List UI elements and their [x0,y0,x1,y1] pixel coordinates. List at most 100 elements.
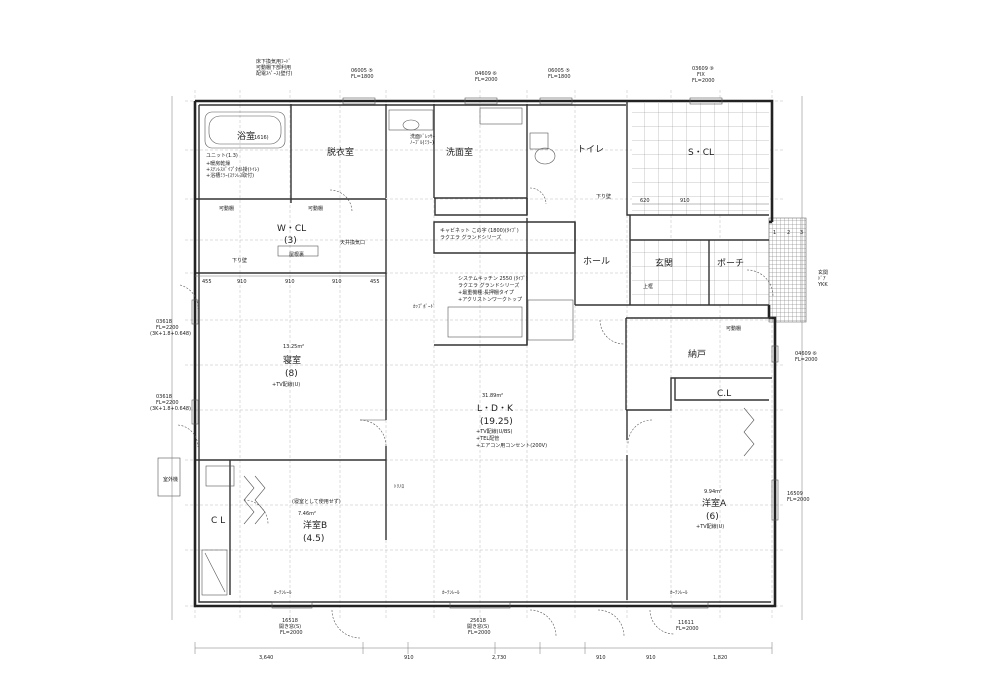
folding-door-b2 [254,475,266,525]
dim-wcl-1: 455 [202,279,212,285]
dim-wcl-3: 910 [285,279,295,285]
room-ldk-note-3: +エアコン用コンセント(200V) [476,443,547,449]
dim-bottom-3: 2,730 [492,655,506,661]
room-ldk-name: L・D・K [477,404,514,414]
washer-space [479,107,523,125]
room-wcl-name: W・CL [277,224,306,234]
window-w10-fl2: FL=2000 [468,630,491,636]
room-western-a-area: 9.94m² [704,489,722,495]
room-storage-name: 納戸 [688,348,706,360]
window-w7-fl: FL=2000 [795,357,818,363]
room-western-b-name: 洋室B [303,519,327,531]
shelf-label-1: 可動棚 [219,205,234,212]
window-marks [191,97,779,609]
entry-door-line-3: YKK [817,282,828,288]
window-w7-code: 04609 ⑥ [795,351,817,357]
room-western-a-tatami: (6) [706,512,719,522]
room-scl-name: S・CL [688,148,714,158]
window-w7 [771,345,779,363]
room-ldk-note-1: +TV配線(U/BS) [476,428,512,435]
window-w6-sub: (3K+1.8+0.648) [150,406,191,412]
entrance-tile-floor [632,240,709,305]
entry-door-line-2: ﾄﾞｱ [818,275,826,282]
cl-left-shelf [205,465,235,487]
window-w2-code: 04609 ⑥ [475,71,497,77]
window-w11-fl: FL=2000 [676,626,699,632]
window-w2-fl: FL=2000 [475,77,498,83]
outdoor-unit-label: 室外機 [163,476,178,483]
bath-spec-1: +暖房乾燥 [206,160,230,167]
window-w5-code: 03618 [156,319,172,325]
shelf-label-2: 可動棚 [308,205,323,212]
dim-bottom-2: 910 [404,655,414,661]
window-w10 [449,601,511,609]
bath-spec-3: +浴槽ﾐﾗｰ(ｽﾃﾝﾚｽ取付) [206,172,254,179]
room-ldk-note-2: +TEL配管 [476,435,499,442]
kitchen-island [447,306,523,338]
room-wcl-tatami: (3) [284,236,297,246]
room-bedroom-area: 13.25m² [283,344,304,350]
ruled-label: 天井換気口 [340,239,365,246]
storage-diagonal [204,552,226,593]
dimension-lines [171,96,803,654]
window-w8-fl: FL=2000 [787,497,810,503]
scale-mark-1: 1 [773,230,776,236]
room-bedroom-name: 寝室 [283,354,301,366]
window-w8 [771,479,779,521]
dim-wcl-2: 910 [237,279,247,285]
window-w6-code: 03618 [156,394,172,400]
window-w11 [671,601,709,609]
kitchen-notes: システムキッチン 2550 (ﾀｲﾌﾟ) ラクエラ グランドシリーズ +最重機種… [413,227,528,310]
outdoor-unit [157,457,181,497]
room-porch-name: ポーチ [717,258,744,269]
window-w3-fl: FL=1800 [548,74,571,80]
cl-left-storage [201,549,228,596]
window-w5 [191,299,199,325]
kitchen-line-2: ラクエラ グランドシリーズ [458,282,519,289]
basin-label-1: 洗面ﾄﾞﾚｯｻｰ [410,133,436,140]
window-w2 [464,97,498,105]
wash-basin [402,119,420,131]
fridge-space [527,299,574,341]
window-labels: 06005 ⑤ FL=1800 04609 ⑥ FL=2000 06005 ⑤ … [150,66,828,636]
room-cl-left-name: C L [211,516,225,526]
scale-mark-3: 3 [800,230,803,236]
window-w3-code: 06005 ⑤ [548,68,570,74]
outer-walls [193,99,777,608]
ceiling-hole-label: ﾄﾘﾉﾛ [394,484,405,490]
window-w9-code: 16518 [282,618,298,624]
window-w5-sub: (3K+1.8+0.648) [150,331,191,337]
room-hall-name: ホール [583,256,610,267]
room-toilet-name: トイレ [577,145,604,155]
room-western-b-tatami: (4.5) [303,534,324,544]
entry-door-line-1: 玄関 [818,269,828,276]
room-labels: 浴室 (1616) 脱衣室 洗面室 トイレ S・CL W・CL (3) ホール … [211,130,744,544]
room-washroom-name: 洗面室 [446,146,473,158]
window-w4 [689,97,723,105]
kitchen-line-1: システムキッチン 2550 (ﾀｲﾌﾟ) [458,275,528,282]
step-label: 上框 [643,283,653,290]
rail-label-3: ｶｰﾃﾝﾚｰﾙ [670,590,688,596]
dim-bottom-1: 3,640 [259,655,273,661]
room-bedroom-tatami: (8) [285,369,298,379]
room-ldk-tatami: (19.25) [480,417,513,427]
window-w9-fl: 開き窓(S) [279,623,301,630]
basin-label-2: ﾉｰﾌﾞﾙ(ﾐﾗｰ) [410,139,434,146]
scale-mark-2: 2 [787,230,790,236]
dim-scl-1: 620 [640,198,650,204]
dim-bottom-4: 910 [596,655,606,661]
kitchen-line-4: +アクリストンワークトップ [458,297,522,303]
window-w6-fl: FL=2200 [156,400,179,406]
rail-label-2: ｶｰﾃﾝﾚｰﾙ [442,590,460,596]
window-w1-fl: FL=1800 [351,74,374,80]
bathtub-inner [208,115,282,145]
room-cl-right-name: C.L [717,389,731,399]
gutter-note-1: 床下換気用ﾌｰﾄﾞ [256,58,291,65]
dim-bottom-6: 1,820 [713,655,727,661]
window-w10-code: 25618 [470,618,486,624]
toilet-tank [529,132,549,150]
folding-door-a [743,407,755,457]
shelf-label-3: 可動棚 [726,325,741,332]
porch-tile-floor [709,240,769,305]
